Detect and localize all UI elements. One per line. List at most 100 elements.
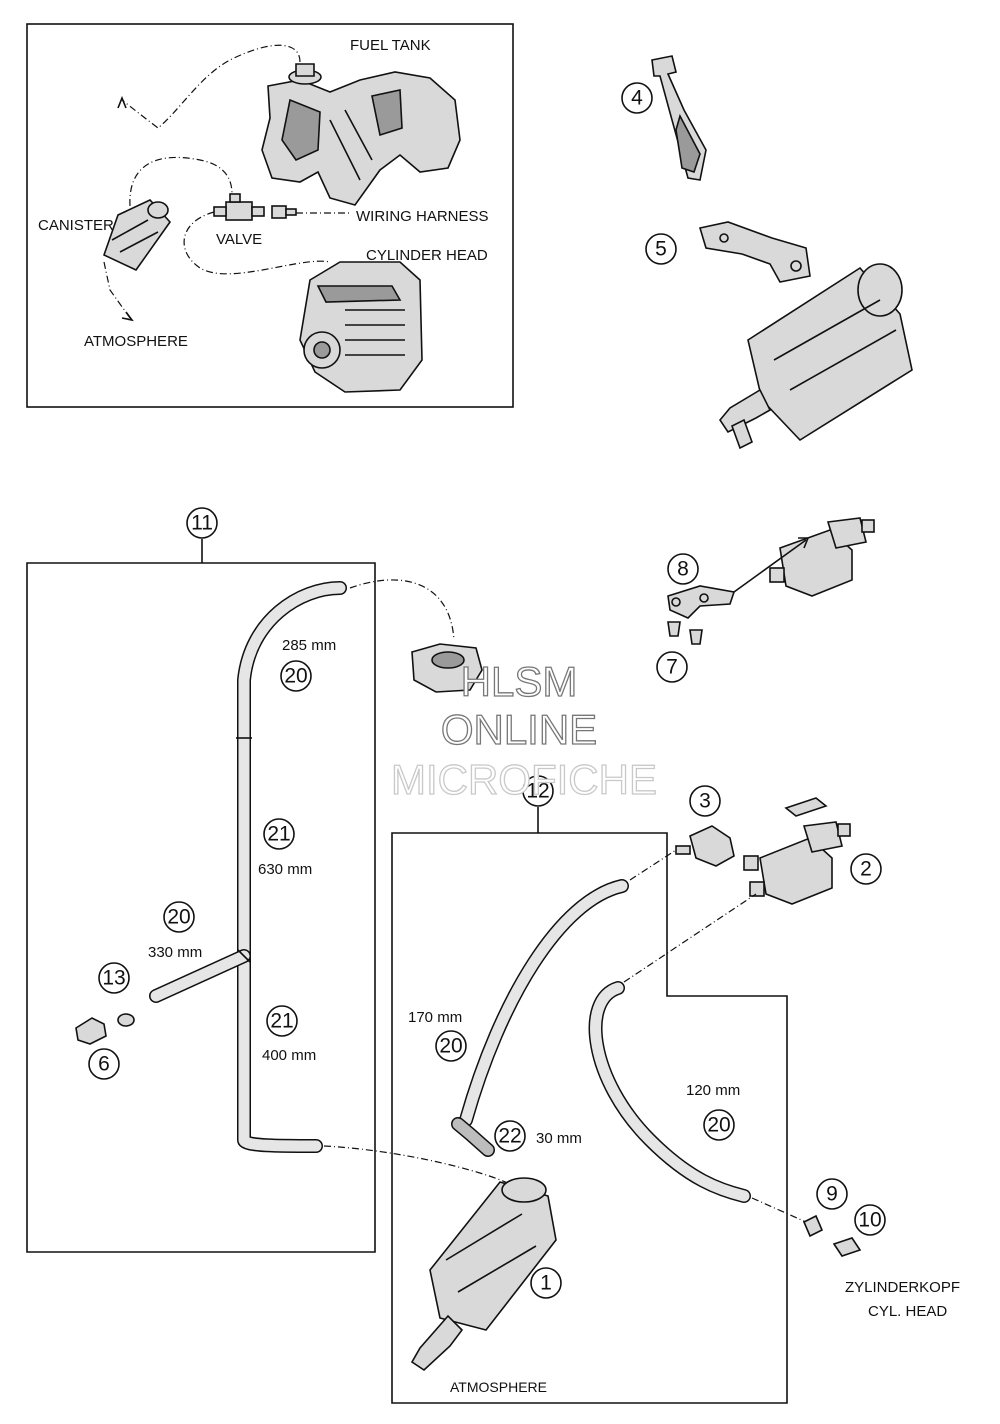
part-2-valve — [743, 797, 851, 905]
part-6-fitting — [75, 1017, 107, 1045]
callout-4: 4 — [631, 87, 643, 110]
watermark-line-2: ONLINE — [441, 706, 597, 753]
callout-20-285: 20 — [284, 665, 307, 688]
callout-circle — [494, 1120, 526, 1152]
length-285: 285 mm — [282, 637, 336, 654]
callout-12: 12 — [526, 780, 549, 803]
label-zylinderkopf: ZYLINDERKOPF — [845, 1279, 960, 1296]
callout-8: 8 — [677, 558, 689, 581]
length-630: 630 mm — [258, 861, 312, 878]
callout-7: 7 — [666, 656, 678, 679]
callout-circle — [656, 651, 688, 683]
callout-circle — [263, 818, 295, 850]
part-7-screws — [667, 621, 703, 645]
valve-to-cylinder-line — [183, 211, 331, 275]
callout-circle — [667, 553, 699, 585]
label-fuel-tank: FUEL TANK — [350, 37, 431, 54]
callout-3: 3 — [699, 790, 711, 813]
canister-to-valve-line — [129, 156, 233, 207]
callout-13: 13 — [102, 967, 125, 990]
callout-circle — [816, 1178, 848, 1210]
cylinder-head-drawing — [299, 261, 423, 393]
callout-20-170: 20 — [439, 1035, 462, 1058]
canister-assembly-drawing — [719, 263, 913, 450]
callout-circle — [186, 507, 218, 539]
box-12-frame — [391, 832, 788, 1404]
callout-11: 11 — [191, 512, 213, 535]
callout-circle — [689, 785, 721, 817]
callout-20-120: 20 — [707, 1114, 730, 1137]
label-wiring-harness: WIRING HARNESS — [356, 208, 489, 225]
hose-to-valve-2-line — [623, 893, 757, 983]
label-atmosphere-bottom: ATMOSPHERE — [450, 1379, 547, 1395]
callout-circle — [280, 660, 312, 692]
label-cyl-head: CYL. HEAD — [868, 1303, 947, 1320]
watermark-line-3: MICROFICHE — [391, 756, 657, 803]
part-10-nipple — [832, 1237, 862, 1257]
hose-20-21 — [238, 582, 346, 1152]
length-labels: 285 mm 630 mm 330 mm 400 mm 170 mm 30 mm… — [148, 637, 740, 1147]
callout-10: 10 — [858, 1209, 881, 1232]
callout-20-330: 20 — [167, 906, 190, 929]
callout-6: 6 — [98, 1053, 110, 1076]
label-valve: VALVE — [216, 231, 262, 248]
part-4-clamp-strap — [651, 55, 707, 181]
inset-valve-drawing — [213, 193, 297, 221]
part-13-clamp — [117, 1013, 135, 1027]
part-9-clamp — [802, 1214, 824, 1238]
atmosphere-line — [103, 261, 131, 319]
box-11-frame — [26, 562, 376, 1253]
inset-frame — [26, 23, 514, 408]
callout-circle — [163, 901, 195, 933]
hose-22-elbow — [452, 1118, 494, 1156]
tank-to-canister-line — [121, 44, 301, 129]
inset-canister-drawing — [103, 199, 172, 272]
callout-circle — [645, 233, 677, 265]
t-joint — [237, 949, 251, 963]
callout-circle — [621, 82, 653, 114]
part-1-canister — [410, 1177, 557, 1372]
callout-circle — [98, 962, 130, 994]
valve-assembly-drawing — [733, 517, 875, 597]
callout-21-630: 21 — [267, 823, 290, 846]
hose-20-120 — [590, 982, 750, 1202]
callout-1: 1 — [540, 1272, 552, 1295]
hose-20-170 — [460, 880, 628, 1126]
label-atmosphere: ATMOSPHERE — [84, 333, 188, 350]
callout-circle — [88, 1048, 120, 1080]
watermark: HLSM ONLINE MICROFICHE — [390, 657, 657, 803]
arrow-icon — [117, 95, 127, 109]
fuel-tank-drawing — [261, 63, 461, 206]
label-canister: CANISTER — [38, 217, 114, 234]
part-5-bracket — [698, 221, 811, 283]
inset-schematic: FUEL TANK CANISTER VALVE WIRING HARNESS … — [26, 23, 514, 408]
callout-21-400: 21 — [270, 1010, 293, 1033]
part-3-fitting — [675, 825, 735, 867]
length-400: 400 mm — [262, 1047, 316, 1064]
length-330: 330 mm — [148, 944, 202, 961]
length-120: 120 mm — [686, 1082, 740, 1099]
callout-circle — [850, 853, 882, 885]
callout-22: 22 — [498, 1125, 521, 1148]
hose-to-part-9-line — [751, 1197, 807, 1223]
length-30: 30 mm — [536, 1130, 582, 1147]
callout-circle — [266, 1005, 298, 1037]
box-12-hose-kit — [391, 807, 788, 1404]
watermark-line-1: HLSM — [461, 658, 578, 705]
callout-2: 2 — [860, 858, 872, 881]
arrow-icon — [121, 311, 134, 322]
callout-circle — [703, 1109, 735, 1141]
box-11-hose-kit — [26, 539, 376, 1253]
tank-cap-drawing — [411, 643, 483, 693]
callout-circle — [854, 1204, 886, 1236]
hose-to-tank-cap-line — [349, 579, 455, 641]
callout-circle — [530, 1267, 562, 1299]
length-170: 170 mm — [408, 1009, 462, 1026]
callout-9: 9 — [826, 1183, 838, 1206]
callout-5: 5 — [655, 238, 667, 261]
callout-circle — [435, 1030, 467, 1062]
part-8-bracket — [667, 585, 736, 619]
callouts: 4 5 11 8 7 20 12 3 21 2 20 13 21 20 6 20 — [88, 82, 886, 1299]
hose-20-branch — [150, 950, 250, 1002]
